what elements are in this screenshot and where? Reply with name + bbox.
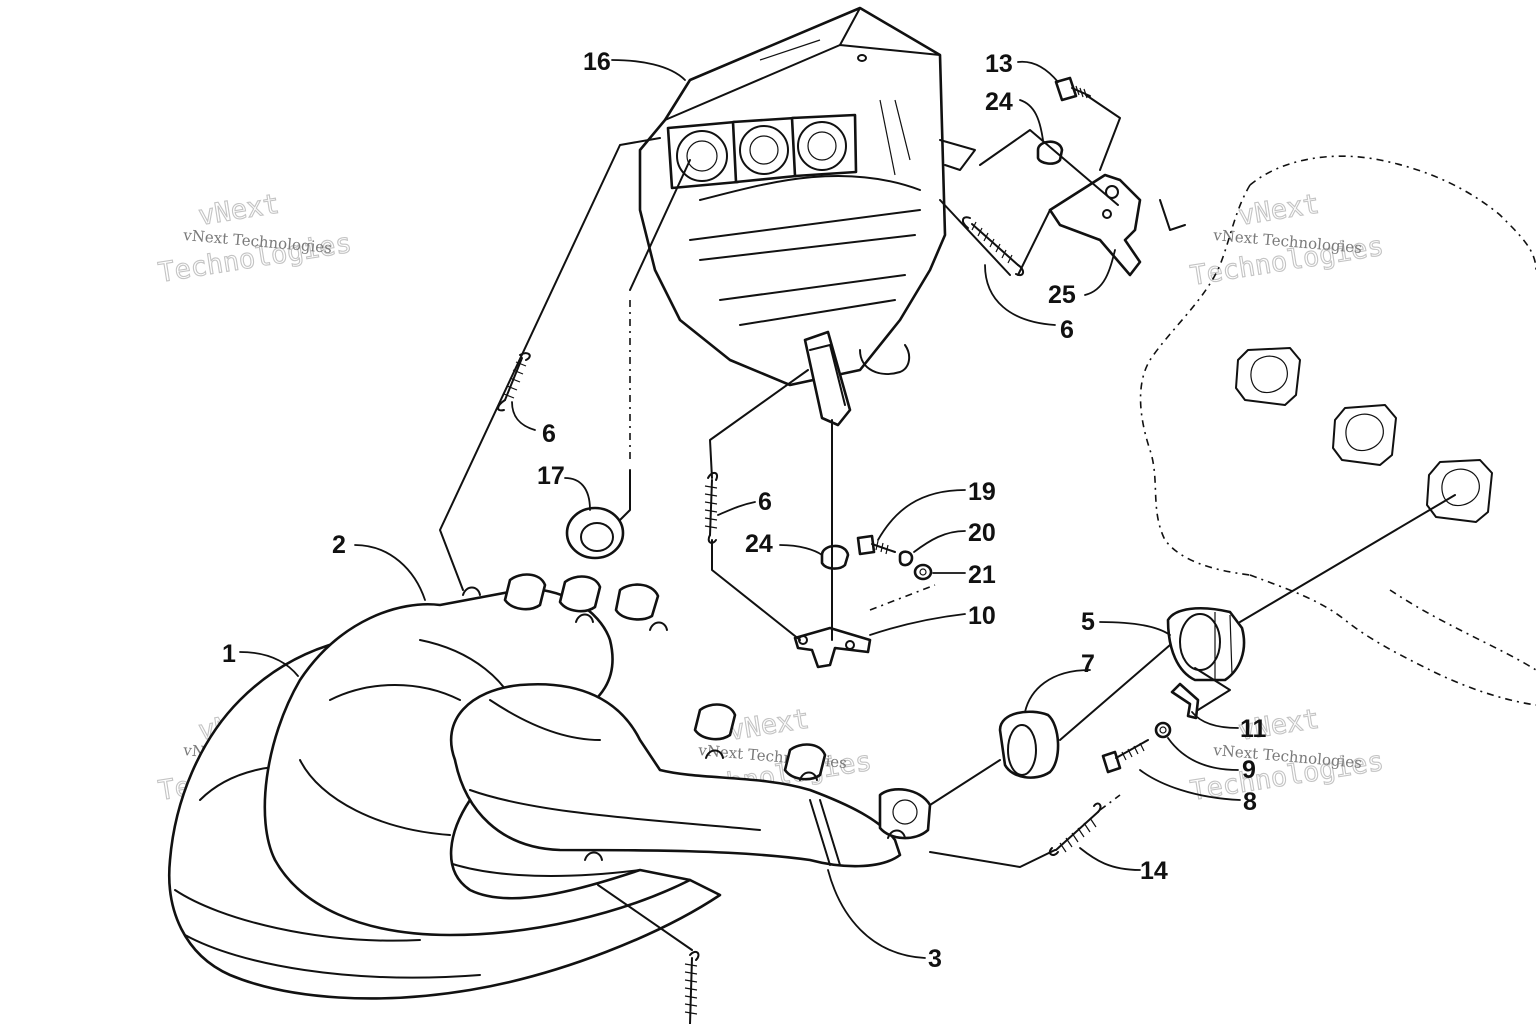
washer-9 xyxy=(1154,721,1172,739)
callout-14: 14 xyxy=(1140,857,1168,885)
callout-16: 16 xyxy=(583,48,611,76)
bracket-10 xyxy=(793,626,872,669)
callout-8: 8 xyxy=(1243,788,1257,816)
callout-2: 2 xyxy=(332,531,346,559)
callout-11: 11 xyxy=(1240,715,1267,743)
watermark-left-top: vNext Technologies vNext Technologies xyxy=(156,188,355,289)
callout-6-center: 6 xyxy=(758,488,772,516)
spring-hooks xyxy=(462,586,906,861)
bolt-19 xyxy=(856,534,896,556)
mount-bracket xyxy=(1048,173,1186,277)
callout-10: 10 xyxy=(968,602,996,630)
assembly-lines xyxy=(439,94,1456,951)
sealing-ring-7 xyxy=(998,710,1060,779)
watermark-right-bottom: vNext Technologies vNext Technologies xyxy=(1188,703,1387,807)
callout-13: 13 xyxy=(985,50,1013,78)
svg-text:vNext: vNext xyxy=(1236,189,1321,232)
sealing-ring-17 xyxy=(565,506,625,560)
spring-14 xyxy=(1048,802,1102,856)
air-box-intake-boot-3 xyxy=(790,113,858,178)
header-pipe-3 xyxy=(449,682,902,868)
air-silencer-box xyxy=(638,6,976,427)
callout-labels: 16 13 24 25 6 6 17 6 19 20 24 2 21 10 5 … xyxy=(222,48,1267,973)
rubber-grommet-24-top xyxy=(1036,140,1064,165)
callout-6-left: 6 xyxy=(542,420,556,448)
callout-20: 20 xyxy=(968,519,996,547)
spring-6-left xyxy=(497,352,531,412)
callout-24-center: 24 xyxy=(745,530,773,558)
callout-5: 5 xyxy=(1081,608,1095,636)
manifold-stubs xyxy=(503,573,932,840)
callout-19: 19 xyxy=(968,478,996,506)
rubber-grommet-24-center xyxy=(820,544,850,570)
callout-9: 9 xyxy=(1242,756,1256,784)
spring-6-upper xyxy=(962,216,1024,276)
exhaust-port-flange-2 xyxy=(1332,404,1397,466)
spring-6-center xyxy=(704,472,718,544)
mount-ring-5 xyxy=(1166,606,1246,682)
lock-washer-20 xyxy=(898,550,914,567)
callout-3: 3 xyxy=(928,945,942,973)
bolt-8 xyxy=(1101,739,1149,774)
callout-21: 21 xyxy=(968,561,996,589)
svg-text:vNext: vNext xyxy=(196,189,281,232)
engine-phantom-outline xyxy=(1139,155,1536,706)
watermark-right-top: vNext Technologies vNext Technologies xyxy=(1188,188,1387,292)
callout-25: 25 xyxy=(1048,281,1076,309)
callout-6-upper-right: 6 xyxy=(1060,316,1074,344)
exhaust-port-flange-1 xyxy=(1235,347,1301,406)
callout-1: 1 xyxy=(222,640,236,668)
leader-lines xyxy=(239,59,1241,959)
clip-11 xyxy=(1170,682,1200,720)
exhaust-port-flange-3 xyxy=(1426,459,1493,523)
bolt-13 xyxy=(1054,76,1091,102)
washer-21 xyxy=(913,563,933,581)
svg-text:vNext: vNext xyxy=(726,704,811,747)
air-box-latch-bracket xyxy=(803,330,852,427)
callout-17: 17 xyxy=(537,462,565,490)
callout-7: 7 xyxy=(1081,650,1095,678)
air-box-intake-boot-2 xyxy=(731,116,798,184)
callout-24-top: 24 xyxy=(985,88,1013,116)
air-box-intake-boot-1 xyxy=(666,120,740,190)
spring-bottom xyxy=(684,950,700,1024)
